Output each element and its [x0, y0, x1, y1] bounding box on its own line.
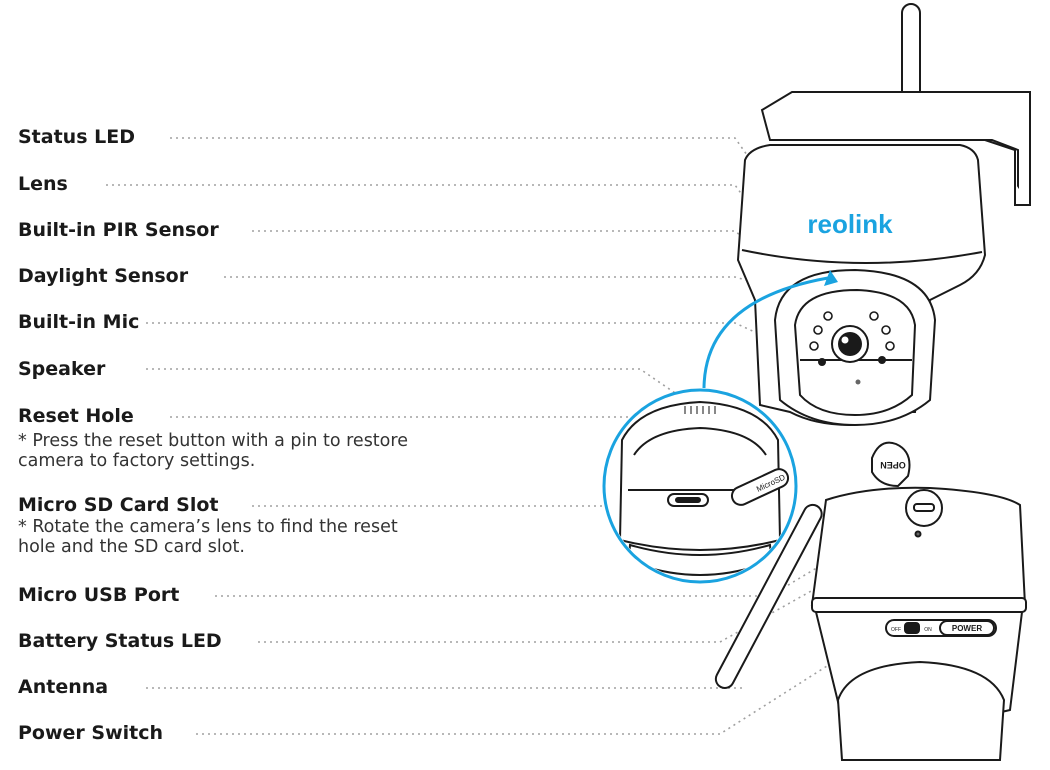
leader-power [196, 625, 891, 735]
zoom-inset: MicroSD [602, 388, 798, 584]
label-status-led: Status LED [18, 126, 135, 148]
antenna [714, 503, 823, 689]
rotation-arrow [702, 276, 829, 389]
reset-note-line-2: camera to factory settings. [18, 451, 256, 471]
pir-dot [818, 358, 826, 366]
leader-daylight [224, 276, 881, 319]
lens-glint [841, 336, 849, 344]
reset-note: * Press the reset button with a pin to r… [18, 431, 498, 471]
leader-lens [106, 184, 851, 346]
label-antenna: Antenna [18, 676, 109, 698]
power-text: POWER [952, 624, 982, 633]
sd-note: * Rotate the camera’s lens to find the r… [18, 517, 498, 557]
sd-note-line-2: hole and the SD card slot. [18, 537, 245, 557]
daylight-dot [878, 356, 886, 364]
ball-lower [836, 660, 1006, 761]
body-band [741, 249, 983, 264]
antenna-top [901, 3, 921, 105]
label-usb-port: Micro USB Port [18, 584, 180, 606]
lens-assembly [831, 325, 869, 363]
reset-note-line-1: * Press the reset button with a pin to r… [18, 431, 408, 451]
power-button [939, 620, 995, 636]
power-switch [904, 622, 920, 634]
back-body [810, 486, 1027, 606]
bottom-camera [714, 441, 1027, 761]
label-mic: Built-in Mic [18, 311, 140, 333]
speaker-grille [684, 406, 716, 414]
label-reset-hole: Reset Hole [18, 405, 134, 427]
brand-logo: reolink [807, 209, 893, 239]
ir-leds [809, 311, 895, 351]
label-pir-sensor: Built-in PIR Sensor [18, 219, 219, 241]
bracket-arm [984, 139, 1030, 206]
off-text: OFF [891, 627, 901, 633]
leader-speaker [146, 368, 701, 411]
lens-inner [838, 332, 862, 356]
label-lens: Lens [18, 173, 68, 195]
rotation-arrowhead [824, 270, 838, 286]
label-battery-led: Battery Status LED [18, 630, 222, 652]
open-text: OPEN [880, 460, 906, 470]
leader-battery [258, 532, 916, 643]
label-sd-slot: Micro SD Card Slot [18, 494, 219, 516]
usb-port [913, 503, 935, 512]
open-tab [871, 441, 911, 488]
sd-note-line-1: * Rotate the camera’s lens to find the r… [18, 517, 398, 537]
label-daylight-sensor: Daylight Sensor [18, 265, 189, 287]
label-speaker: Speaker [18, 358, 106, 380]
label-power-switch: Power Switch [18, 722, 164, 744]
leader-mic [146, 322, 861, 381]
on-text: ON [924, 627, 932, 633]
back-band [811, 597, 1027, 613]
battery-led [914, 530, 922, 538]
mic-dot [855, 379, 861, 385]
